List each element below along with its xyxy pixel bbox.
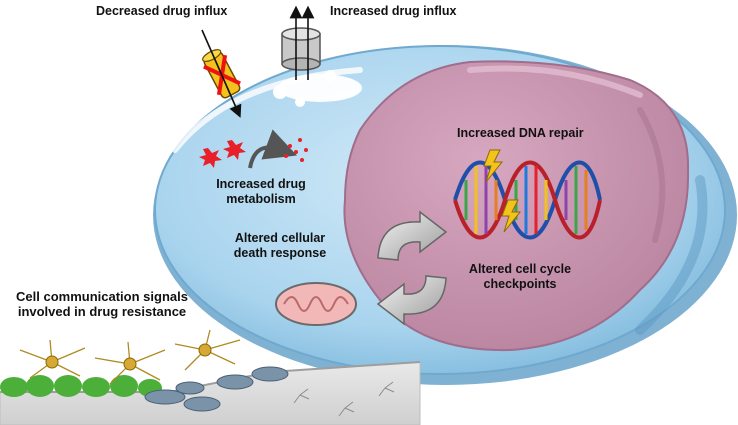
dna-repair-label: Increased DNA repair: [457, 126, 584, 140]
metabolism-label-line2: metabolism: [226, 192, 296, 206]
blocked-transporter-icon: [201, 29, 242, 118]
drug-molecule-icon: [199, 148, 222, 168]
death-response-label: Altered cellular death response: [220, 231, 340, 261]
lightning-icon: [483, 149, 504, 183]
fibroblast-cells: [144, 366, 289, 412]
cell-communication-label-line1: Cell communication signals: [16, 289, 188, 304]
death-response-label-line2: death response: [233, 246, 327, 260]
cell-communication-label-line2: involved in drug resistance: [17, 304, 187, 319]
drug-metabolism-illustration: [199, 129, 308, 169]
death-response-label-line1: Altered cellular: [234, 231, 326, 245]
cycle-arrows-icon: [376, 210, 448, 326]
open-transporter-icon: [281, 5, 321, 80]
cell-cycle-label-line1: Altered cell cycle: [468, 262, 572, 276]
tissue-illustration: [0, 329, 421, 425]
decreased-influx-label: Decreased drug influx: [96, 4, 228, 18]
dna-helix-icon: [453, 149, 602, 240]
epithelium-cells: [0, 375, 162, 397]
mitochondrion-icon: [275, 282, 357, 326]
cell-cycle-label: Altered cell cycle checkpoints: [455, 262, 585, 292]
cell-cycle-label-line2: checkpoints: [483, 277, 557, 291]
drug-molecule-icon: [223, 140, 246, 160]
increased-influx-label: Increased drug influx: [330, 4, 457, 18]
lightning-icon: [501, 199, 522, 233]
metabolism-label: Increased drug metabolism: [205, 177, 317, 207]
cell-communication-label: Cell communication signals involved in d…: [2, 289, 202, 319]
metabolism-label-line1: Increased drug: [216, 177, 306, 191]
curved-arrow-icon: [248, 129, 298, 169]
stellate-cells: [19, 329, 241, 385]
